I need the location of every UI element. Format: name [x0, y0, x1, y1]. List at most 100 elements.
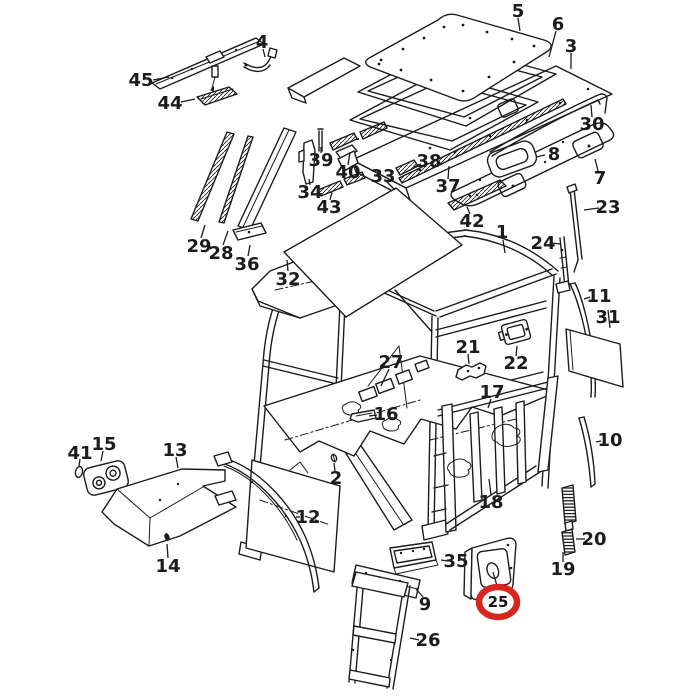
- part-number-17: 17: [479, 382, 504, 403]
- part-number-23: 23: [595, 197, 620, 218]
- leader-line-15: [100, 450, 104, 462]
- part-number-39: 39: [308, 150, 333, 171]
- part-number-4: 4: [256, 32, 269, 53]
- leader-line-44: [180, 98, 196, 103]
- leader-line-41: [78, 458, 81, 467]
- part-number-18: 18: [478, 492, 503, 513]
- leader-line-25: [492, 571, 498, 587]
- part-24-bar: [555, 236, 571, 294]
- part-39-pin: [317, 128, 324, 152]
- part-number-37: 37: [435, 176, 460, 197]
- part-41-grommet: [74, 465, 84, 479]
- leader-line-42: [466, 206, 471, 215]
- part-13-fender: [101, 468, 237, 547]
- leader-line-11: [583, 296, 591, 300]
- part-number-33: 33: [370, 166, 395, 187]
- part-21-clip-block: [455, 362, 487, 381]
- leader-line-40: [347, 151, 351, 166]
- part-number-7: 7: [594, 168, 607, 189]
- part-number-11: 11: [586, 286, 611, 307]
- part-number-21: 21: [455, 337, 480, 358]
- part-number-8: 8: [548, 144, 561, 165]
- part-number-25: 25: [488, 593, 509, 611]
- part-8-seal-ring: [486, 140, 538, 178]
- leader-line-4: [262, 48, 266, 58]
- part-number-9: 9: [419, 594, 432, 615]
- part-29-pillar-trim: [190, 131, 235, 222]
- part-number-45: 45: [128, 70, 153, 91]
- part-number-19: 19: [550, 559, 575, 580]
- part-number-41: 41: [67, 443, 92, 464]
- leader-line-13: [175, 456, 179, 469]
- part-44-mounting-pad: [196, 65, 238, 106]
- highlight-circle-icon: [475, 583, 521, 621]
- part-40-trim-strips: [329, 121, 388, 151]
- part-number-15: 15: [91, 434, 116, 455]
- part-26-steps: [348, 571, 411, 690]
- part-number-6: 6: [552, 14, 565, 35]
- part-10-side-trim: [578, 416, 596, 488]
- leader-line-21: [467, 353, 470, 365]
- leader-line-22: [515, 345, 518, 357]
- leader-line-43: [329, 191, 333, 201]
- part-number-1: 1: [496, 222, 509, 243]
- part-12-sill-trim: [213, 451, 320, 593]
- part-4-hook-rod: [243, 47, 278, 73]
- part-number-38: 38: [416, 151, 441, 172]
- leader-line-32: [286, 259, 289, 272]
- part-37-trim-strip: [398, 98, 567, 184]
- part-number-40: 40: [335, 162, 360, 183]
- part-number-20: 20: [581, 529, 606, 550]
- part-number-44: 44: [157, 93, 182, 114]
- leader-line-33: [386, 181, 396, 191]
- leader-line-23: [583, 207, 600, 211]
- part-number-43: 43: [316, 197, 341, 218]
- part-number-42: 42: [459, 211, 484, 232]
- part-number-36: 36: [234, 254, 259, 275]
- part-20-vent-strip: [561, 484, 577, 532]
- part-number-16: 16: [373, 404, 398, 425]
- leader-line-5: [517, 17, 521, 32]
- part-22-latch-plate: [497, 318, 532, 346]
- leader-line-35: [440, 559, 449, 562]
- part-35-tray: [389, 541, 439, 575]
- part-19-vent-strip: [561, 528, 576, 556]
- part-36-clip-strip: [232, 222, 267, 241]
- part-30-drip-rail: [489, 93, 608, 157]
- leader-line-6: [548, 30, 557, 58]
- leader-line-28: [222, 230, 229, 246]
- leader-line-9: [415, 588, 424, 598]
- leader-line-29: [200, 224, 206, 239]
- part-16-bracket: [349, 409, 377, 423]
- part-31-panel: [565, 328, 624, 388]
- part-number-27: 27: [378, 352, 403, 373]
- part-27-clips: [358, 345, 430, 409]
- leader-line-36: [247, 244, 251, 257]
- leader-line-26: [409, 637, 420, 641]
- part-number-28: 28: [208, 243, 233, 264]
- leader-line-17: [487, 398, 492, 409]
- leader-line-24: [551, 242, 561, 245]
- leader-line-1: [502, 239, 506, 254]
- part-number-29: 29: [186, 236, 211, 257]
- part-number-35: 35: [443, 551, 468, 572]
- labels-layer: 1234567891011121314151617181920212223242…: [67, 1, 622, 651]
- leader-line-8: [535, 154, 546, 158]
- leader-line-2: [333, 462, 336, 472]
- part-number-32: 32: [275, 269, 300, 290]
- part-42-trim-strip: [447, 179, 507, 211]
- part-45-roof-rail: [151, 37, 265, 90]
- leader-line-37: [447, 165, 450, 180]
- part-number-24: 24: [530, 233, 555, 254]
- leader-line-27: [380, 368, 390, 387]
- leader-line-30: [590, 104, 593, 118]
- leader-line-31: [607, 309, 611, 329]
- part-number-22: 22: [503, 353, 528, 374]
- part-number-12: 12: [295, 507, 320, 528]
- leader-line-34: [308, 178, 311, 186]
- part-5-roof-panel: [365, 13, 552, 102]
- headliner-front-edge: [287, 57, 361, 104]
- part-2-bolt: [330, 453, 338, 463]
